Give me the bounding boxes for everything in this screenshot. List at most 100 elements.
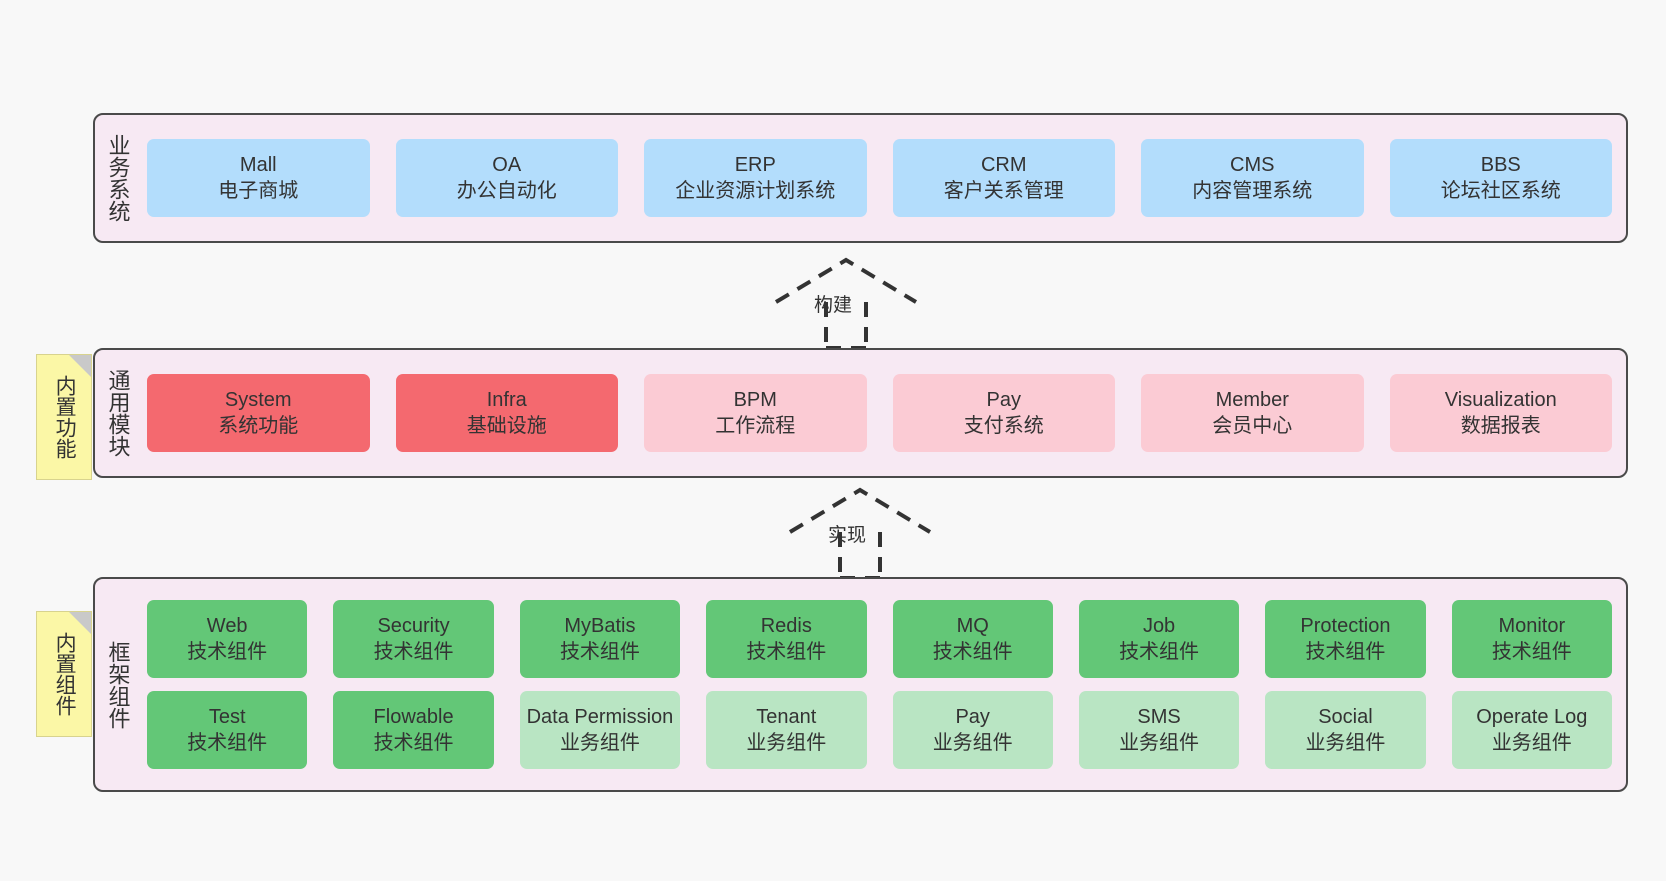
node-mybatis[interactable]: MyBatis 技术组件: [519, 600, 681, 678]
node-subtitle: 内容管理系统: [1192, 180, 1313, 202]
node-subtitle: 业务组件: [1305, 732, 1386, 754]
node-title: Social: [1318, 705, 1373, 728]
layer-common-modules: 通用模块 System 系统功能 Infra 基础设施 BPM 工作流程 Pay…: [93, 348, 1628, 478]
node-redis[interactable]: Redis 技术组件: [706, 600, 867, 678]
node-title: Security: [377, 614, 450, 637]
node-title: Monitor: [1498, 614, 1566, 637]
node-crm[interactable]: CRM 客户关系管理: [892, 139, 1115, 217]
layer-framework-components: 框架组件 Web 技术组件 Security 技术组件 MyBatis 技术组件…: [93, 577, 1628, 792]
node-web[interactable]: Web 技术组件: [147, 600, 308, 678]
node-oa[interactable]: OA 办公自动化: [395, 139, 618, 217]
node-title: Tenant: [756, 705, 817, 728]
node-subtitle: 系统功能: [218, 415, 299, 437]
node-protection[interactable]: Protection 技术组件: [1265, 600, 1426, 678]
node-subtitle: 基础设施: [466, 415, 547, 437]
node-title: Pay: [986, 388, 1021, 411]
node-infra[interactable]: Infra 基础设施: [395, 374, 618, 452]
node-title: BBS: [1480, 153, 1521, 176]
node-title: CMS: [1230, 153, 1275, 176]
layer-title-framework-components: 框架组件: [105, 640, 131, 729]
node-subtitle: 电子商城: [218, 180, 299, 202]
node-subtitle: 会员中心: [1212, 415, 1293, 437]
connector-label-build: 构建: [814, 295, 853, 316]
node-title: BPM: [733, 388, 777, 411]
node-subtitle: 办公自动化: [456, 180, 557, 202]
layer-business-system: 业务系统 Mall 电子商城 OA 办公自动化 ERP 企业资源计划系统 CRM…: [93, 113, 1628, 243]
node-erp[interactable]: ERP 企业资源计划系统: [644, 139, 867, 217]
node-subtitle: 技术组件: [187, 641, 268, 663]
node-subtitle: 技术组件: [559, 641, 640, 663]
connector-label-implement: 实现: [828, 525, 867, 546]
node-tenant[interactable]: Tenant 业务组件: [706, 691, 867, 769]
layer-body-framework-components: Web 技术组件 Security 技术组件 MyBatis 技术组件 Redi…: [141, 579, 1626, 790]
node-social[interactable]: Social 业务组件: [1265, 691, 1426, 769]
node-subtitle: 企业资源计划系统: [675, 180, 836, 202]
node-job[interactable]: Job 技术组件: [1078, 600, 1240, 678]
note-builtin-features: 内置功能: [36, 354, 92, 480]
layer-body-business-system: Mall 电子商城 OA 办公自动化 ERP 企业资源计划系统 CRM 客户关系…: [141, 115, 1626, 241]
node-title: ERP: [734, 153, 776, 176]
node-subtitle: 技术组件: [1305, 641, 1386, 663]
node-subtitle: 业务组件: [1119, 732, 1200, 754]
node-subtitle: 业务组件: [932, 732, 1013, 754]
node-row: Web 技术组件 Security 技术组件 MyBatis 技术组件 Redi…: [147, 600, 1612, 678]
node-title: SMS: [1137, 705, 1181, 728]
node-title: Infra: [486, 388, 527, 411]
node-row: Mall 电子商城 OA 办公自动化 ERP 企业资源计划系统 CRM 客户关系…: [147, 139, 1612, 217]
node-title: MQ: [956, 614, 989, 637]
node-subtitle: 业务组件: [559, 732, 640, 754]
layer-title-common-modules: 通用模块: [105, 369, 131, 457]
node-subtitle: 工作流程: [715, 415, 796, 437]
node-row: Test 技术组件 Flowable 技术组件 Data Permission …: [147, 691, 1612, 769]
connector-build: 构建: [756, 252, 936, 352]
node-title: OA: [492, 153, 522, 176]
node-subtitle: 技术组件: [373, 641, 454, 663]
node-subtitle: 业务组件: [1491, 732, 1572, 754]
node-subtitle: 技术组件: [746, 641, 827, 663]
node-visualization[interactable]: Visualization 数据报表: [1389, 374, 1612, 452]
node-row: System 系统功能 Infra 基础设施 BPM 工作流程 Pay 支付系统…: [147, 374, 1612, 452]
node-title: Test: [208, 705, 246, 728]
node-title: Mall: [239, 153, 277, 176]
node-pay[interactable]: Pay 支付系统: [892, 374, 1115, 452]
node-flowable[interactable]: Flowable 技术组件: [333, 691, 494, 769]
node-title: Member: [1215, 388, 1289, 411]
node-subtitle: 技术组件: [187, 732, 268, 754]
node-bpm[interactable]: BPM 工作流程: [644, 374, 867, 452]
node-sms[interactable]: SMS 业务组件: [1078, 691, 1240, 769]
node-title: Data Permission: [526, 705, 674, 728]
node-cms[interactable]: CMS 内容管理系统: [1141, 139, 1364, 217]
node-system[interactable]: System 系统功能: [147, 374, 370, 452]
node-pay-business[interactable]: Pay 业务组件: [892, 691, 1053, 769]
note-builtin-components: 内置组件: [36, 611, 92, 737]
node-title: Job: [1142, 614, 1176, 637]
node-security[interactable]: Security 技术组件: [333, 600, 494, 678]
node-title: System: [224, 388, 292, 411]
node-title: Flowable: [373, 705, 454, 728]
node-title: Web: [206, 614, 248, 637]
node-title: Redis: [760, 614, 812, 637]
connector-implement: 实现: [770, 482, 950, 582]
node-subtitle: 技术组件: [1491, 641, 1572, 663]
layer-body-common-modules: System 系统功能 Infra 基础设施 BPM 工作流程 Pay 支付系统…: [141, 350, 1626, 476]
layer-title-business-system: 业务系统: [105, 134, 131, 222]
note-text: 内置功能: [53, 375, 77, 459]
node-subtitle: 业务组件: [746, 732, 827, 754]
node-subtitle: 客户关系管理: [943, 180, 1064, 202]
node-mall[interactable]: Mall 电子商城: [147, 139, 370, 217]
node-title: CRM: [980, 153, 1027, 176]
node-subtitle: 支付系统: [963, 415, 1044, 437]
node-subtitle: 论坛社区系统: [1440, 180, 1561, 202]
node-data-permission[interactable]: Data Permission 业务组件: [519, 691, 681, 769]
node-monitor[interactable]: Monitor 技术组件: [1451, 600, 1612, 678]
node-subtitle: 技术组件: [1119, 641, 1200, 663]
node-bbs[interactable]: BBS 论坛社区系统: [1389, 139, 1612, 217]
node-subtitle: 技术组件: [932, 641, 1013, 663]
node-title: Operate Log: [1476, 705, 1588, 728]
node-title: Visualization: [1444, 388, 1557, 411]
node-test[interactable]: Test 技术组件: [147, 691, 308, 769]
node-member[interactable]: Member 会员中心: [1141, 374, 1364, 452]
node-mq[interactable]: MQ 技术组件: [892, 600, 1053, 678]
node-operate-log[interactable]: Operate Log 业务组件: [1451, 691, 1612, 769]
